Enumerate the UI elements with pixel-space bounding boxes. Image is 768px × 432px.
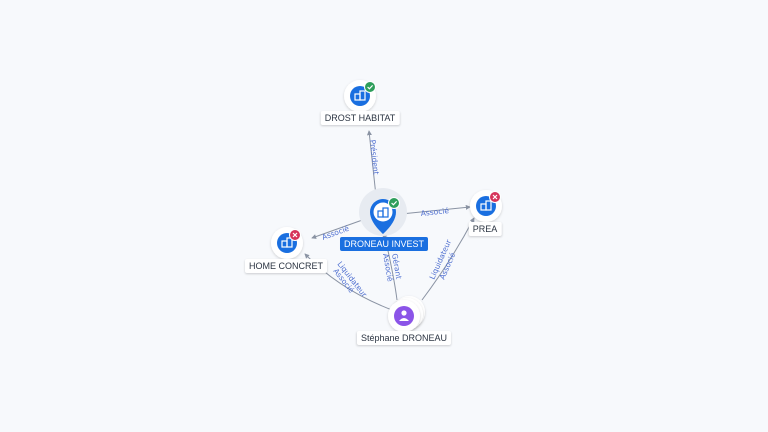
edge-label-associe-prea: Associé [420,206,450,218]
edge-center-home [311,217,369,239]
active-status-check-icon [388,197,400,209]
node-label-droneau-invest[interactable]: DRONEAU INVEST [339,237,429,251]
node-label-drost-habitat[interactable]: DROST HABITAT [320,111,400,125]
edge-label-president: Président [368,139,381,175]
node-stephane-droneau[interactable] [388,296,425,332]
node-label-stephane-droneau[interactable]: Stéphane DRONEAU [356,331,452,345]
active-status-check-icon [364,81,376,93]
edge-center-drost [366,130,377,197]
person-icon [394,306,414,326]
edge-center-prea [400,204,471,215]
company-icon [377,207,389,218]
node-label-prea[interactable]: PREA [468,222,502,236]
edge-label-gerant: Gérant [390,253,403,280]
node-home-concret[interactable] [271,227,303,259]
node-label-home-concret[interactable]: HOME CONCRET [245,259,327,273]
node-drost-habitat[interactable] [344,80,376,112]
node-droneau-invest[interactable] [359,188,407,236]
node-prea[interactable] [470,190,502,222]
